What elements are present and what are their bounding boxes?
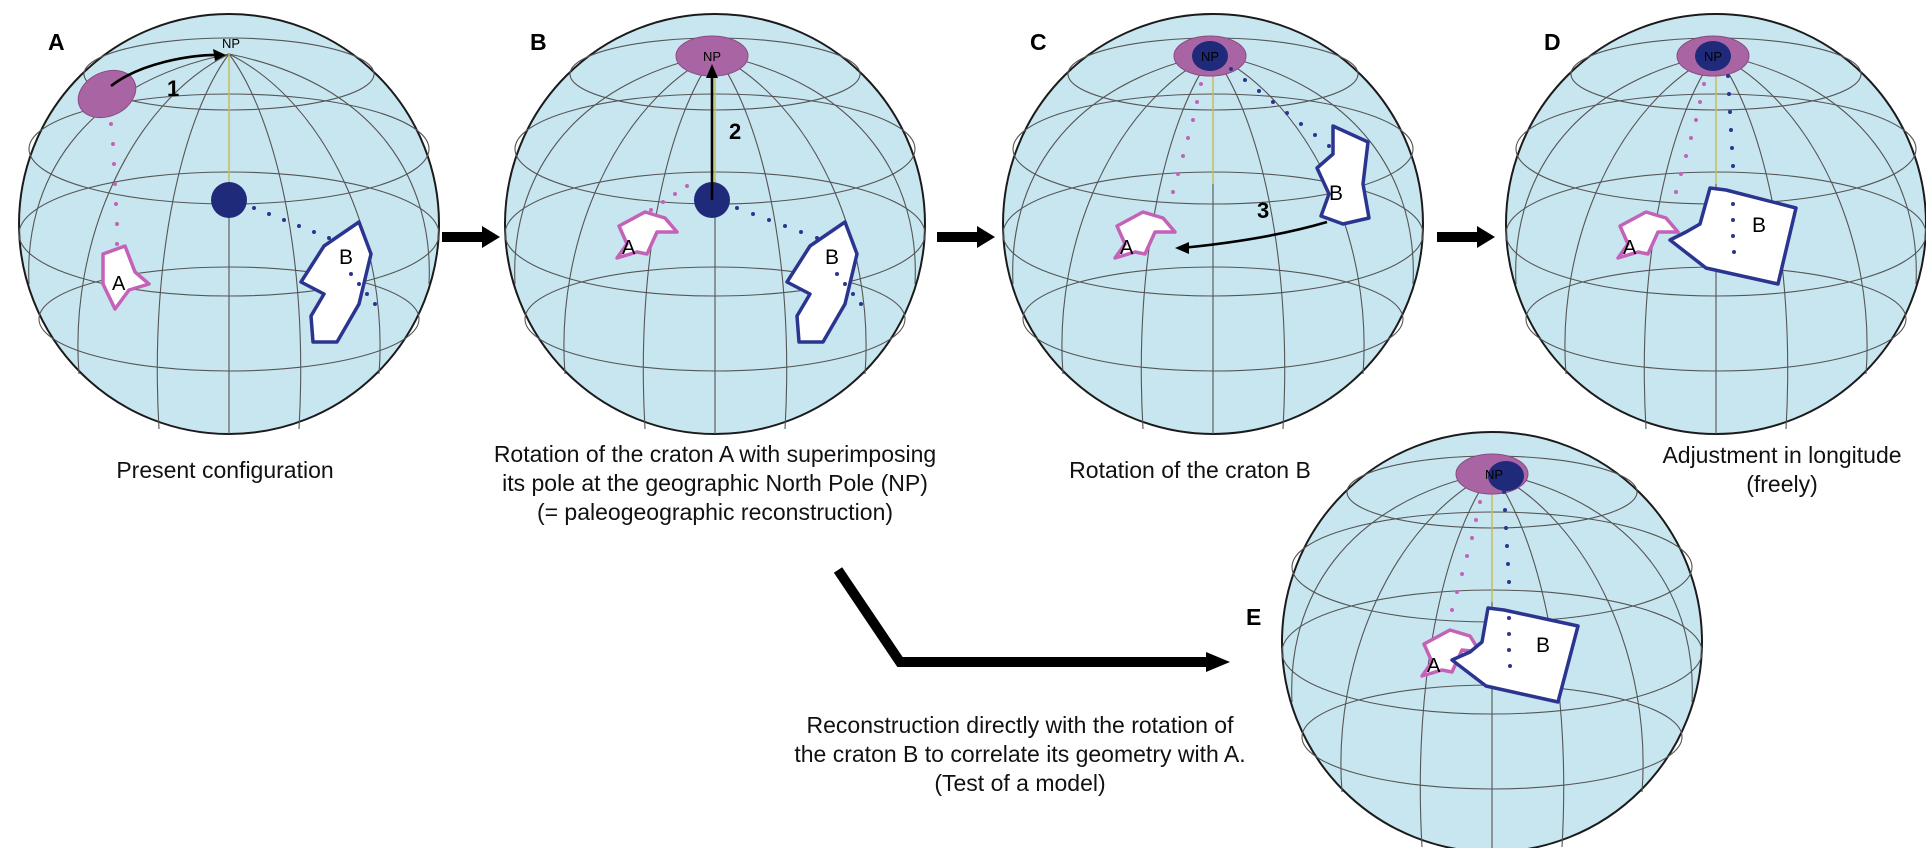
caption-panel-e: Reconstruction directly with the rotatio…: [794, 712, 1246, 796]
step-number: 2: [729, 119, 741, 144]
step-number: 1: [167, 76, 179, 101]
craton-b-outline: [1450, 606, 1580, 704]
north-pole-label: NP: [1201, 49, 1219, 64]
arrow-step-1: [110, 53, 224, 88]
globe-panel-e: NP A B: [1281, 431, 1703, 848]
paleopole-b: [1695, 41, 1731, 71]
north-pole-label: NP: [1485, 467, 1503, 482]
paleopole-b: [1192, 41, 1228, 71]
craton-b-label: B: [339, 246, 353, 269]
craton-a-outline: [1616, 210, 1680, 260]
paleopole-a: [77, 69, 137, 119]
north-pole-label: NP: [222, 36, 240, 51]
caption-panel-d: Adjustment in longitude (freely): [1662, 442, 1902, 497]
arrow-b-to-c: [937, 226, 995, 248]
craton-b-label: B: [825, 246, 839, 269]
craton-b-outline: [299, 220, 373, 344]
craton-b-outline: [1315, 124, 1371, 226]
arrow-b-to-e: [833, 567, 1230, 672]
craton-a-outline: [1113, 210, 1177, 260]
panel-letter-b: B: [530, 29, 547, 55]
craton-a-outline: [101, 244, 151, 311]
craton-a-label: A: [112, 273, 126, 295]
globe-panel-b: 2 NP A B: [504, 13, 926, 435]
craton-a-label: A: [1623, 237, 1637, 259]
craton-a-label: A: [622, 237, 636, 259]
caption-panel-a: Present configuration: [116, 457, 334, 483]
craton-b-outline: [785, 220, 859, 344]
panel-letter-d: D: [1544, 29, 1561, 55]
step-number: 3: [1257, 198, 1269, 223]
panel-letter-e: E: [1246, 604, 1261, 630]
arrow-c-to-d: [1437, 226, 1495, 248]
craton-b-label: B: [1752, 214, 1766, 237]
globe-panel-c: NP A B 3: [1002, 13, 1424, 435]
panel-letter-c: C: [1030, 29, 1047, 55]
craton-b-label: B: [1329, 182, 1343, 205]
north-pole-label: NP: [1704, 49, 1722, 64]
craton-a-label: A: [1427, 655, 1441, 677]
arrow-step-3: [1180, 220, 1328, 250]
globe-panel-a: 1 NP A B: [18, 13, 440, 435]
craton-a-outline: [1420, 628, 1482, 678]
craton-b-label: B: [1536, 634, 1550, 657]
panel-letter-a: A: [48, 29, 65, 55]
north-pole-label: NP: [703, 49, 721, 64]
craton-a-label: A: [1120, 237, 1134, 259]
caption-panel-b: Rotation of the craton A with superimpos…: [493, 441, 937, 525]
paleopole-b: [1488, 461, 1524, 491]
arrow-a-to-b: [442, 226, 500, 248]
craton-a-outline: [615, 210, 679, 260]
globe-panel-d: NP A B: [1505, 13, 1926, 435]
caption-panel-c: Rotation of the craton B: [1069, 457, 1311, 483]
paleopole-b: [211, 182, 247, 218]
